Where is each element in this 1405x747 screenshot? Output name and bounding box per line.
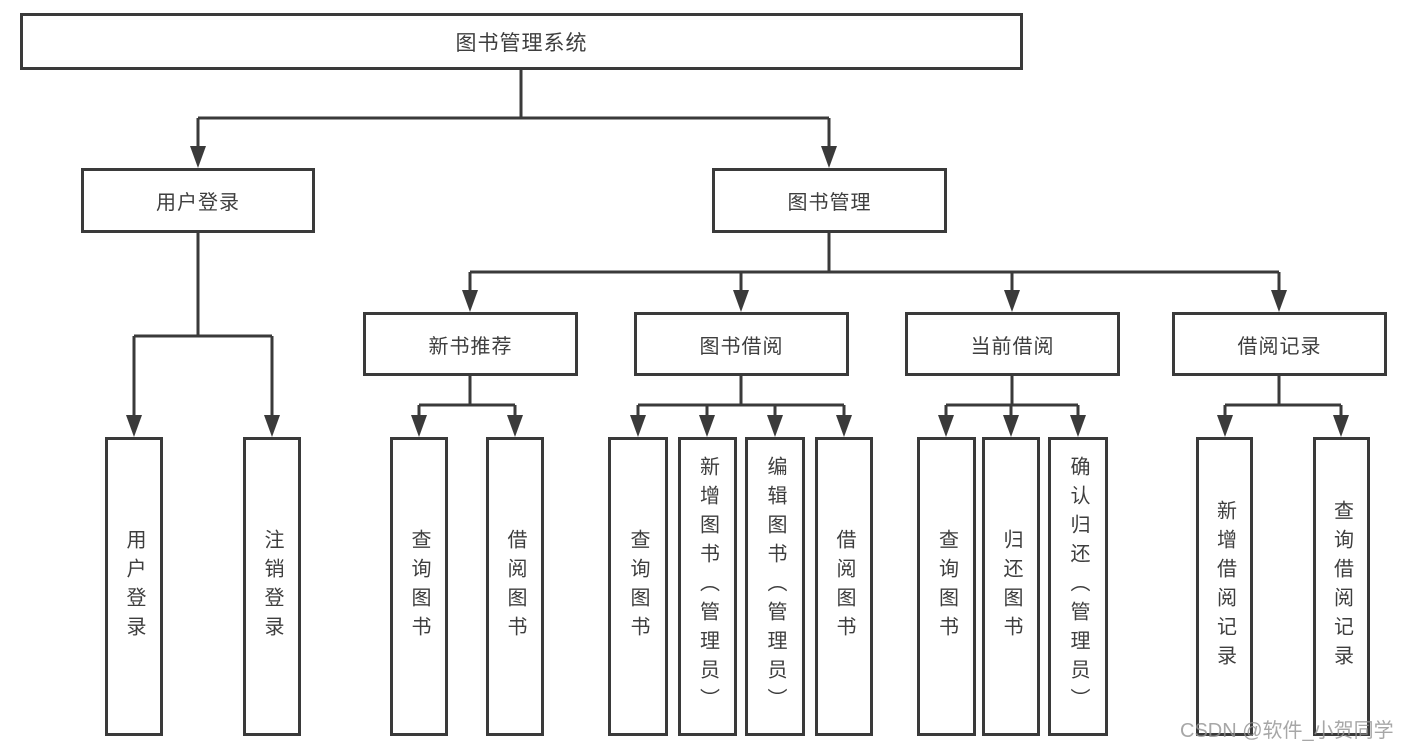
node-library-management-system: 图书管理系统 bbox=[20, 13, 1023, 70]
node-new-book-recommend: 新书推荐 bbox=[363, 312, 578, 376]
leaf-borrow-books-recommend: 借阅图书 bbox=[486, 437, 544, 736]
leaf-return-books: 归还图书 bbox=[982, 437, 1040, 736]
leaf-query-books-borrowing: 查询图书 bbox=[608, 437, 668, 736]
leaf-user-login: 用户登录 bbox=[105, 437, 163, 736]
node-book-borrowing: 图书借阅 bbox=[634, 312, 849, 376]
node-user-login: 用户登录 bbox=[81, 168, 315, 233]
leaf-edit-books-admin: 编辑图书（管理员） bbox=[745, 437, 805, 736]
arrowheads bbox=[126, 146, 1349, 437]
node-borrow-records: 借阅记录 bbox=[1172, 312, 1387, 376]
csdn-watermark: CSDN @软件_小贺同学 bbox=[1180, 720, 1394, 742]
leaf-query-borrow-record: 查询借阅记录 bbox=[1313, 437, 1370, 736]
node-book-management: 图书管理 bbox=[712, 168, 947, 233]
leaf-add-borrow-record: 新增借阅记录 bbox=[1196, 437, 1253, 736]
leaf-borrow-books: 借阅图书 bbox=[815, 437, 873, 736]
leaf-query-books-recommend: 查询图书 bbox=[390, 437, 448, 736]
leaf-confirm-return-admin: 确认归还（管理员） bbox=[1048, 437, 1108, 736]
leaf-logout: 注销登录 bbox=[243, 437, 301, 736]
leaf-query-books-current: 查询图书 bbox=[917, 437, 976, 736]
node-current-borrowing: 当前借阅 bbox=[905, 312, 1120, 376]
leaf-add-books-admin: 新增图书（管理员） bbox=[678, 437, 737, 736]
